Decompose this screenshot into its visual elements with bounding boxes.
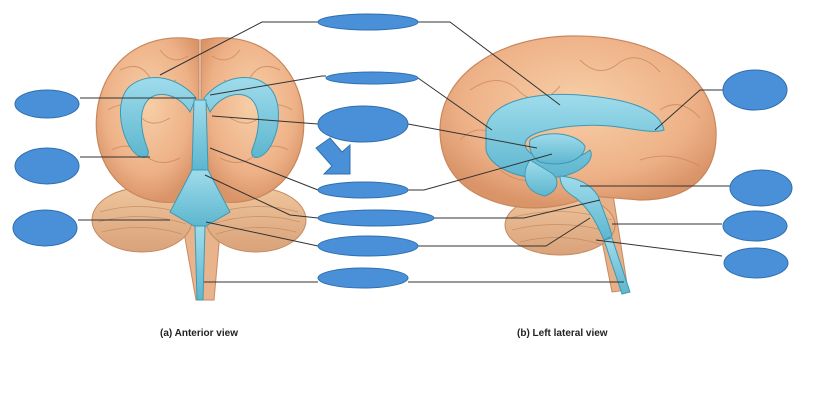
lateral-central-canal bbox=[603, 237, 631, 295]
anterior-lateral-ventricle-right bbox=[203, 77, 279, 158]
label-blank-center-5[interactable] bbox=[317, 209, 435, 227]
lateral-fourth-ventricle bbox=[559, 175, 613, 241]
lateral-lateral-ventricle bbox=[485, 93, 665, 179]
anterior-right-hemisphere bbox=[200, 37, 305, 203]
label-blank-center-3[interactable] bbox=[317, 105, 409, 143]
label-blank-left-3[interactable] bbox=[12, 209, 78, 247]
label-blank-right-1[interactable] bbox=[722, 69, 788, 111]
label-blank-left-2[interactable] bbox=[14, 147, 80, 185]
highlight-arrow-icon bbox=[315, 137, 351, 175]
caption-lateral-view: (b) Left lateral view bbox=[517, 328, 608, 339]
anterior-fourth-ventricle bbox=[169, 169, 231, 227]
label-blank-center-top[interactable] bbox=[317, 13, 419, 31]
label-blank-right-3[interactable] bbox=[722, 210, 788, 242]
label-blank-left-1[interactable] bbox=[14, 89, 80, 119]
label-blank-center-6[interactable] bbox=[317, 235, 419, 257]
label-blank-center-2[interactable] bbox=[325, 71, 419, 85]
anterior-third-ventricle bbox=[191, 99, 209, 171]
label-blank-center-4[interactable] bbox=[317, 181, 409, 199]
label-blank-center-7[interactable] bbox=[317, 267, 409, 289]
lateral-view bbox=[439, 35, 717, 295]
caption-anterior-view: (a) Anterior view bbox=[160, 328, 238, 339]
leader-lines bbox=[78, 21, 730, 283]
anterior-central-canal bbox=[194, 225, 206, 301]
lateral-inferior-horn bbox=[524, 159, 558, 197]
label-blank-right-2[interactable] bbox=[729, 169, 793, 207]
label-blanks bbox=[12, 13, 793, 289]
anterior-view bbox=[91, 37, 307, 301]
label-blank-right-4[interactable] bbox=[723, 247, 789, 279]
